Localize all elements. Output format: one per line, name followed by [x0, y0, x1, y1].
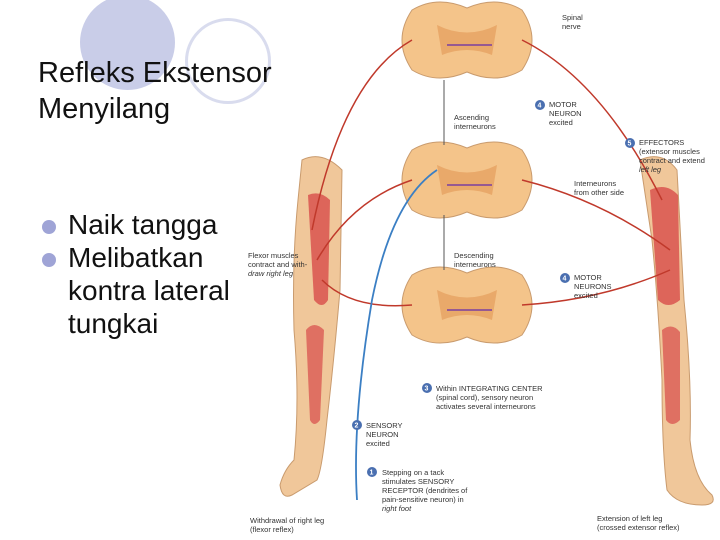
bullet-continuation: tungkai	[68, 308, 159, 339]
label-sensory: SENSORY	[366, 421, 403, 430]
svg-text:excited: excited	[549, 118, 573, 127]
bullet-text: Melibatkan	[68, 242, 204, 273]
svg-text:draw right leg: draw right leg	[248, 269, 294, 278]
label-extension: Extension of left leg	[597, 514, 662, 523]
svg-text:interneurons: interneurons	[454, 260, 496, 269]
svg-text:4: 4	[563, 276, 567, 283]
svg-text:NEURON: NEURON	[549, 109, 582, 118]
label-interneurons-other: Interneurons	[574, 179, 616, 188]
svg-text:RECEPTOR (dendrites of: RECEPTOR (dendrites of	[382, 486, 468, 495]
nerve-pathways	[311, 39, 671, 501]
bullet-continuation: kontra lateral	[68, 275, 230, 306]
label-motor-bottom: MOTOR	[574, 273, 602, 282]
svg-text:stimulates SENSORY: stimulates SENSORY	[382, 477, 454, 486]
svg-text:pain-sensitive neuron) in: pain-sensitive neuron) in	[382, 495, 464, 504]
label-motor-top: MOTOR	[549, 100, 577, 109]
label-ascending: Ascending	[454, 113, 489, 122]
bullet-dot-icon	[42, 253, 56, 267]
bullet-item: Melibatkan	[40, 241, 270, 274]
svg-text:1: 1	[370, 470, 374, 477]
reflex-diagram: 4 5 4 3 2 1 Spinal nerve Ascending inter…	[248, 1, 714, 534]
label-effectors: EFFECTORS	[639, 138, 684, 147]
svg-text:5: 5	[628, 141, 632, 148]
svg-text:(flexor reflex): (flexor reflex)	[250, 525, 294, 534]
spinal-section-middle	[401, 141, 533, 219]
left-leg	[639, 156, 714, 506]
title-line: Refleks Ekstensor	[38, 57, 272, 89]
svg-text:(crossed extensor reflex): (crossed extensor reflex)	[597, 523, 680, 532]
label-integrating: Within INTEGRATING CENTER	[436, 384, 543, 393]
svg-text:excited: excited	[366, 439, 390, 448]
label-descending: Descending	[454, 251, 494, 260]
svg-text:from other side: from other side	[574, 188, 624, 197]
bullet-list: Naik tangga Melibatkan kontra lateral tu…	[40, 208, 270, 340]
svg-text:contract and with-: contract and with-	[248, 260, 308, 269]
svg-text:3: 3	[425, 386, 429, 393]
svg-text:NEURON: NEURON	[366, 430, 399, 439]
bullet-item: Naik tangga	[40, 208, 270, 241]
decorative-ring	[185, 18, 271, 104]
svg-text:2: 2	[355, 423, 359, 430]
svg-text:(spinal cord), sensory neuron: (spinal cord), sensory neuron	[436, 393, 533, 402]
svg-text:activates several interneurons: activates several interneurons	[436, 402, 536, 411]
svg-text:4: 4	[538, 103, 542, 110]
svg-text:right foot: right foot	[382, 504, 412, 513]
decorative-circle	[80, 0, 175, 90]
svg-text:NEURONS: NEURONS	[574, 282, 612, 291]
spinal-section-top	[401, 1, 533, 79]
label-flexor: Flexor muscles	[248, 251, 299, 260]
svg-text:contract and extend: contract and extend	[639, 156, 705, 165]
label-stepping: Stepping on a tack	[382, 468, 444, 477]
bullet-dot-icon	[42, 220, 56, 234]
svg-text:excited: excited	[574, 291, 598, 300]
slide-title: Refleks Ekstensor Menyilang	[38, 55, 338, 127]
label-spinal-nerve: Spinal	[562, 13, 583, 22]
right-leg	[279, 156, 343, 497]
step-markers: 4 5 4 3 2 1	[352, 100, 635, 477]
spinal-section-bottom	[401, 266, 533, 344]
diagram-labels: Spinal nerve Ascending interneurons MOTO…	[248, 13, 705, 534]
title-line: Menyilang	[38, 93, 171, 125]
label-withdrawal: Withdrawal of right leg	[250, 516, 324, 525]
svg-text:left leg: left leg	[639, 165, 662, 174]
svg-text:nerve: nerve	[562, 22, 581, 31]
svg-text:interneurons: interneurons	[454, 122, 496, 131]
bullet-text: Naik tangga	[68, 209, 218, 240]
svg-text:(extensor muscles: (extensor muscles	[639, 147, 700, 156]
